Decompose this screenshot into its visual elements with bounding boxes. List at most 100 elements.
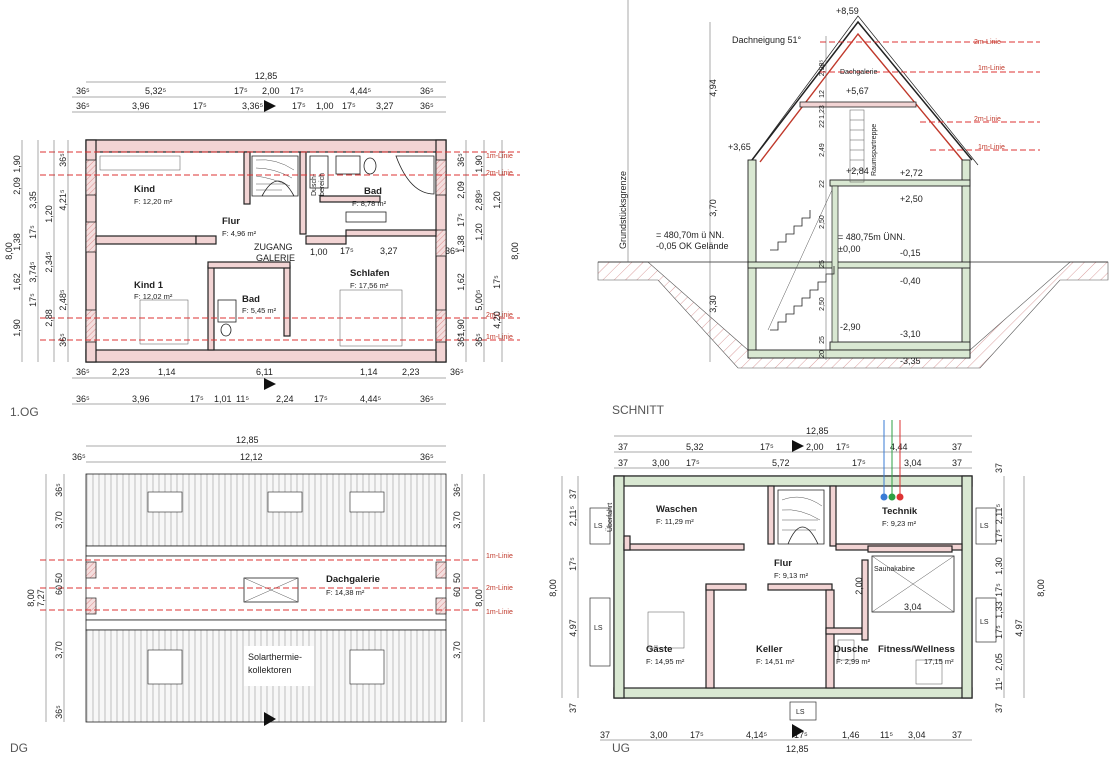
toilet-icon (220, 323, 232, 337)
og-left-dims: 8,00 1,90 2,09 1,38 1,62 1,90 3,35 17⁵ 1… (4, 140, 69, 362)
bathtub-icon (395, 155, 435, 195)
og-line-label: 2m-Linie (486, 312, 513, 319)
svg-text:12,85: 12,85 (786, 744, 809, 754)
svg-text:±0,00: ±0,00 (838, 244, 860, 254)
section-marker-icon (792, 440, 804, 452)
svg-text:1m-Linie: 1m-Linie (486, 609, 513, 616)
ug-room-name: Waschen (656, 504, 698, 515)
og-dim: 3,27 (376, 101, 394, 111)
svg-text:1m-Linie: 1m-Linie (978, 65, 1005, 72)
svg-text:17⁵: 17⁵ (994, 583, 1004, 597)
pipe-icon (888, 493, 896, 501)
section-stairs (767, 109, 865, 331)
og-room-area: F: 17,56 m² (350, 281, 389, 290)
og-dim: 3,27 (380, 246, 398, 256)
ug-room-name: Saunakabine (874, 566, 915, 573)
svg-text:2,50: 2,50 (819, 215, 826, 229)
ug-title: UG (612, 741, 630, 755)
ug-room-area: F: 2,99 m² (836, 657, 871, 666)
svg-text:17⁵: 17⁵ (852, 458, 866, 468)
ug-room-area: F: 9,13 m² (774, 571, 809, 580)
og-right-dims: 36⁵ 2,09 17⁵ 1,38 1,62 1,90 1,90 2,89⁵ 1… (456, 140, 520, 362)
og-room-name: Bad (364, 186, 382, 197)
og-room-area: F: 12,20 m² (134, 197, 173, 206)
svg-text:17⁵: 17⁵ (994, 625, 1004, 639)
svg-text:17⁵: 17⁵ (28, 293, 38, 307)
svg-text:+2,72: +2,72 (900, 168, 923, 178)
og-room-name: Schlafen (350, 268, 390, 279)
svg-text:36⁵: 36⁵ (420, 394, 434, 404)
sauna-cabin (871, 555, 955, 613)
svg-text:kollektoren: kollektoren (248, 665, 292, 675)
svg-text:1,14: 1,14 (360, 367, 378, 377)
svg-text:1,20: 1,20 (44, 205, 54, 223)
ug-room-name: Keller (756, 644, 783, 655)
svg-text:11⁵: 11⁵ (236, 394, 249, 404)
svg-text:4,44⁵: 4,44⁵ (360, 394, 382, 404)
svg-text:2,09: 2,09 (456, 181, 466, 199)
svg-text:1,20: 1,20 (474, 223, 484, 241)
svg-text:36⁵: 36⁵ (420, 452, 434, 462)
svg-text:36⁵: 36⁵ (54, 705, 64, 719)
svg-text:37: 37 (994, 703, 1004, 713)
svg-text:1,14: 1,14 (158, 367, 176, 377)
svg-text:4,44: 4,44 (890, 442, 908, 452)
svg-text:2,89⁵: 2,89⁵ (474, 189, 484, 211)
svg-text:17⁵: 17⁵ (28, 225, 38, 239)
svg-text:1,20: 1,20 (492, 191, 502, 209)
svg-text:2,34⁵: 2,34⁵ (44, 251, 54, 273)
svg-text:37: 37 (952, 730, 962, 740)
svg-text:2,88: 2,88 (44, 309, 54, 327)
dg-title: DG (10, 741, 28, 755)
svg-text:37: 37 (618, 442, 628, 452)
svg-text:3,04: 3,04 (904, 602, 922, 612)
svg-text:-0,15: -0,15 (900, 248, 921, 258)
svg-text:1,90: 1,90 (474, 155, 484, 173)
og-dusch: Dusch- (311, 173, 318, 196)
svg-text:12,85: 12,85 (806, 426, 829, 436)
svg-text:12,85: 12,85 (236, 435, 259, 445)
svg-text:20: 20 (819, 350, 826, 358)
ug-room-name: Fitness/Wellness (878, 644, 955, 655)
svg-text:3,70: 3,70 (452, 641, 462, 659)
svg-text:8,00: 8,00 (510, 242, 520, 260)
svg-text:17⁵: 17⁵ (456, 213, 466, 227)
svg-text:3,30: 3,30 (708, 295, 718, 313)
og-dim: 1,00 (310, 247, 328, 257)
og-dim: 36⁵ (76, 86, 90, 96)
svg-text:2,48⁵: 2,48⁵ (58, 289, 68, 311)
svg-text:1,90: 1,90 (456, 319, 466, 337)
og-dim: 17⁵ (340, 246, 354, 256)
svg-text:36⁵: 36⁵ (54, 483, 64, 497)
svg-text:LS: LS (594, 625, 603, 632)
svg-text:1,01: 1,01 (214, 394, 232, 404)
og-line-label: 1m-Linie (486, 153, 513, 160)
shower-area (309, 155, 329, 189)
svg-text:36⁵: 36⁵ (76, 367, 90, 377)
svg-text:3,70: 3,70 (452, 511, 462, 529)
og-dim: 36⁵ (76, 101, 90, 111)
og-dim: 17⁵ (193, 101, 207, 111)
svg-text:17⁵: 17⁵ (314, 394, 328, 404)
svg-text:8,00: 8,00 (1036, 579, 1046, 597)
svg-text:LS: LS (594, 523, 603, 530)
og-dim: 36⁵ (420, 86, 434, 96)
svg-text:4,97: 4,97 (568, 619, 578, 637)
svg-text:22: 22 (819, 180, 826, 188)
svg-text:17⁵: 17⁵ (686, 458, 700, 468)
og-dim: 36⁵ (420, 101, 434, 111)
svg-text:36⁵: 36⁵ (450, 367, 464, 377)
ug-room-area: F: 14,51 m² (756, 657, 795, 666)
ug-room-name: Technik (882, 506, 918, 517)
svg-text:25: 25 (819, 336, 826, 344)
svg-text:2m-Linie: 2m-Linie (974, 116, 1001, 123)
svg-text:-2,90: -2,90 (840, 322, 861, 332)
pipe-icon (896, 493, 904, 501)
svg-text:3,35: 3,35 (28, 191, 38, 209)
og-bottom-dims: 36⁵ 2,23 1,14 6,11 1,14 2,23 36⁵ 36⁵ 3,9… (72, 367, 464, 405)
svg-text:4,20: 4,20 (492, 311, 502, 329)
svg-text:= 480,70m ü NN.: = 480,70m ü NN. (656, 230, 724, 240)
og-dim: 3,96 (132, 101, 150, 111)
svg-text:36⁵: 36⁵ (456, 333, 466, 347)
